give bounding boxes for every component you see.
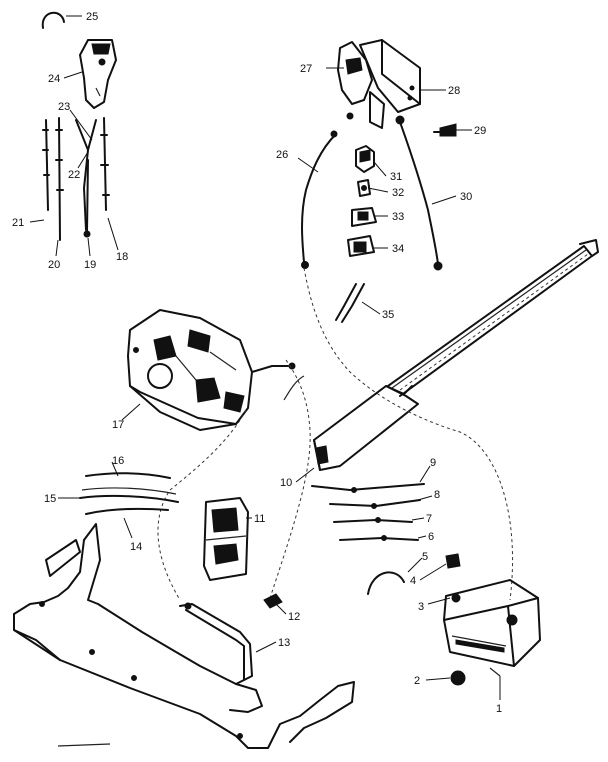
- part-26-cable: [301, 130, 338, 269]
- callout-35: 35: [382, 309, 394, 321]
- callout-2: 2: [414, 675, 420, 687]
- callout-9: 9: [430, 457, 436, 469]
- callout-25: 25: [86, 11, 98, 23]
- callout-7: 7: [426, 513, 432, 525]
- callout-12: 12: [288, 611, 300, 623]
- connection-lines: [157, 267, 513, 601]
- part-10-carriage: [313, 385, 419, 471]
- callout-33: 33: [392, 211, 404, 223]
- callout-34: 34: [392, 243, 404, 255]
- callout-3: 3: [418, 601, 424, 613]
- callout-10: 10: [280, 477, 292, 489]
- part-14-strap: [85, 507, 169, 515]
- part-21-wire: [42, 119, 50, 211]
- part-19-wire: [83, 159, 91, 238]
- part-17-motor-unit: [127, 309, 296, 431]
- callout-1: 1: [496, 703, 502, 715]
- part-35-tube: [335, 283, 365, 323]
- rail: [387, 239, 599, 397]
- callout-labels: 25 24 23 22 21 20 19 18 27 28 29 26 31 3…: [12, 11, 502, 715]
- callout-19: 19: [84, 259, 96, 271]
- callout-32: 32: [392, 187, 404, 199]
- part-30-cable: [395, 115, 443, 271]
- part-2-grommet: [450, 670, 466, 686]
- part-27-switch: [337, 41, 385, 129]
- part-15-strap: [79, 487, 179, 503]
- callout-31: 31: [390, 171, 402, 183]
- callout-26: 26: [276, 149, 288, 161]
- callout-13: 13: [278, 637, 290, 649]
- part-16-strap: [85, 472, 171, 479]
- callout-8: 8: [434, 489, 440, 501]
- part-18-wire: [100, 117, 110, 211]
- leader-lines: [29, 15, 501, 700]
- callout-24: 24: [48, 73, 60, 85]
- callout-4: 4: [410, 575, 416, 587]
- part-8-lead: [329, 499, 421, 509]
- callout-22: 22: [68, 169, 80, 181]
- part-6-lead: [339, 535, 419, 541]
- callout-20: 20: [48, 259, 60, 271]
- part-9-lead: [311, 483, 425, 493]
- part-33-bushing: [351, 207, 377, 227]
- part-1-control-box: [443, 579, 541, 677]
- part-24-lamp-housing: [79, 39, 117, 109]
- callout-14: 14: [130, 541, 142, 553]
- callout-16: 16: [112, 455, 124, 467]
- part-4-screw: [445, 553, 461, 569]
- part-32-nut: [357, 179, 371, 197]
- callout-23: 23: [58, 101, 70, 113]
- callout-18: 18: [116, 251, 128, 263]
- part-12-bolt: [263, 593, 283, 609]
- part-20-wire: [55, 117, 64, 241]
- part-11-terminal-block: [203, 497, 249, 581]
- part-29-screw: [433, 123, 457, 137]
- callout-11: 11: [254, 513, 265, 525]
- part-28-bracket: [359, 39, 421, 113]
- callout-28: 28: [448, 85, 460, 97]
- part-34-bushing: [347, 235, 375, 257]
- callout-5: 5: [422, 551, 428, 563]
- part-31-cap: [355, 145, 375, 173]
- part-25-hook: [41, 12, 65, 29]
- callout-27: 27: [300, 63, 312, 75]
- callout-17: 17: [112, 419, 124, 431]
- part-7-lead: [333, 517, 413, 523]
- callout-29: 29: [474, 125, 486, 137]
- part-13-frame: [13, 523, 355, 749]
- part-22-23-wire-harness: [75, 119, 97, 231]
- callout-6: 6: [428, 531, 434, 543]
- callout-30: 30: [460, 191, 472, 203]
- callout-21: 21: [12, 217, 24, 229]
- callout-15: 15: [44, 493, 56, 505]
- part-5-clip: [367, 571, 405, 595]
